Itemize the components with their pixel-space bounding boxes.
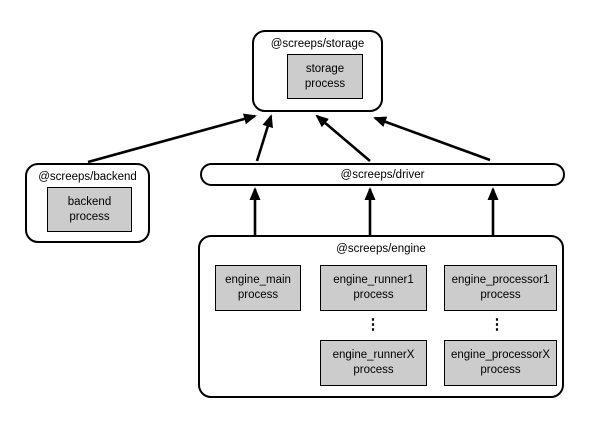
edge-driver-to-storage [373,116,491,162]
runner-ellipsis: ⋮ [365,316,381,333]
engine-runner1-process-box: engine_runner1 process [320,265,427,311]
engine-runnerX-process-box: engine_runnerX process [320,340,427,386]
storage-process-box: storage process [287,54,363,99]
engine-processorX-process-box: engine_processorX process [444,340,557,386]
backend-node: @screeps/backend backend process [25,163,150,243]
driver-node-title: @screeps/driver [340,169,425,181]
storage-node-title: @screeps/storage [270,38,365,50]
backend-node-title: @screeps/backend [38,171,137,183]
engine-main-process-box: engine_main process [215,265,301,311]
backend-process-box: backend process [47,187,132,232]
edge-backend-to-storage [87,113,257,164]
storage-node: @screeps/storage storage process [252,30,383,112]
engine-node-title: @screeps/engine [336,243,426,255]
processor-ellipsis: ⋮ [489,316,505,333]
edge-driver-to-storage [255,114,273,162]
engine-node: @screeps/engine engine_main process engi… [198,235,564,398]
driver-node: @screeps/driver [200,163,565,186]
engine-processor1-process-box: engine_processor1 process [444,265,557,311]
edge-driver-to-storage [315,114,371,162]
